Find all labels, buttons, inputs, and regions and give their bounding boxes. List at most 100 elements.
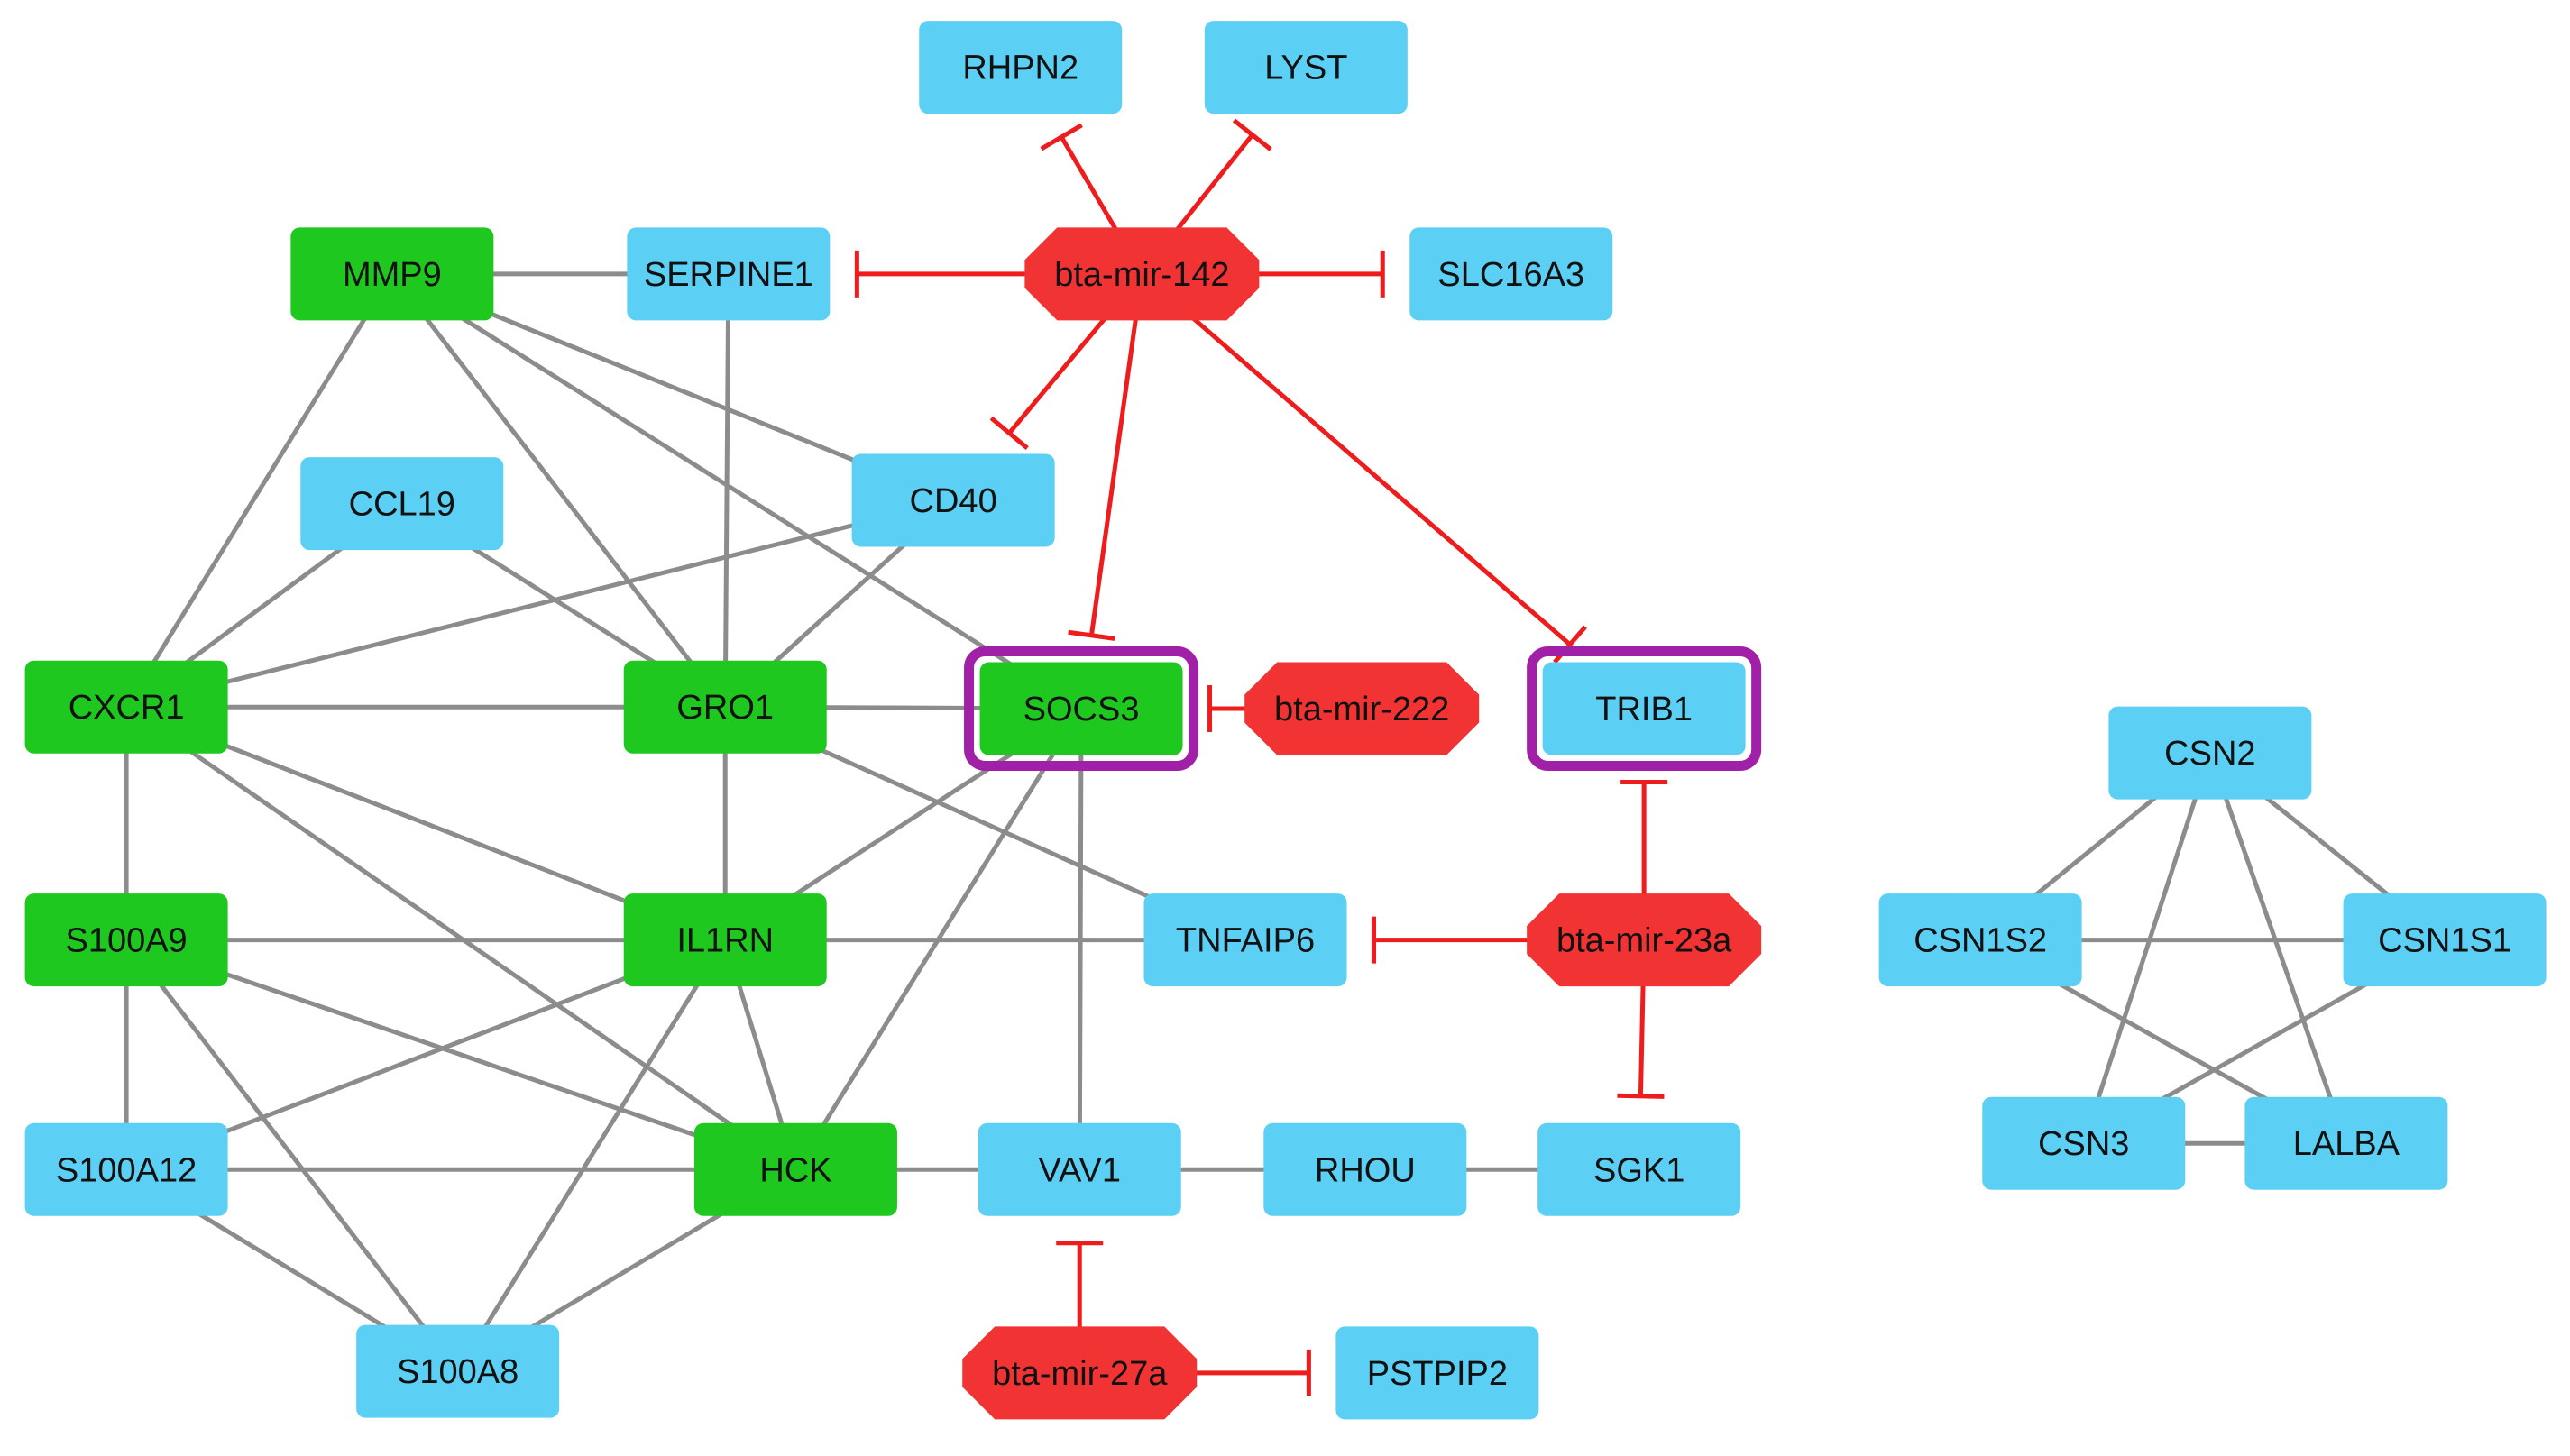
gene-node-s100a12[interactable]: S100A12 [24, 1122, 228, 1216]
node-label-rhou: RHOU [1315, 1151, 1416, 1189]
gene-node-csn1s2[interactable]: CSN1S2 [1878, 893, 2082, 987]
mirna-shape-mir222 [1244, 662, 1480, 755]
node-layer: RHPN2 LYST MMP9 SERPINE1 bta-mir-142 SLC16A3C… [24, 21, 2547, 1420]
mirna-shape-mir27a [962, 1326, 1198, 1420]
gene-box-sgk1 [1537, 1122, 1741, 1216]
node-label-serpine1: SERPINE1 [644, 256, 813, 294]
gene-box-trib1 [1542, 662, 1746, 755]
gene-box-s100a12 [24, 1122, 228, 1216]
gene-node-hck[interactable]: HCK [693, 1122, 897, 1216]
gene-box-slc16a3 [1409, 227, 1613, 321]
gene-box-ccl19 [300, 457, 504, 551]
interaction-edge-serpine1-gro1 [722, 273, 731, 708]
node-label-slc16a3: SLC16A3 [1437, 256, 1584, 294]
mirna-node-mir23a[interactable]: bta-mir-23a [1527, 893, 1762, 987]
gene-node-cd40[interactable]: CD40 [851, 453, 1055, 547]
node-label-csn2: CSN2 [2164, 735, 2255, 773]
interaction-edge-mmp9-socs3 [390, 271, 1083, 711]
gene-box-csn2 [2108, 706, 2312, 800]
gene-node-csn1s1[interactable]: CSN1S1 [2343, 893, 2547, 987]
gene-box-mmp9 [290, 227, 494, 321]
interaction-edge-il1rn-s100a8 [455, 939, 728, 1373]
gene-box-s100a9 [24, 893, 228, 987]
highlight-border-socs3 [964, 646, 1199, 772]
gene-box-pstpip2 [1335, 1326, 1539, 1420]
node-label-cxcr1: CXCR1 [69, 689, 185, 727]
gene-node-socs3[interactable]: SOCS3 [964, 646, 1199, 772]
mirna-node-mir142[interactable]: bta-mir-142 [1024, 227, 1260, 321]
node-label-csn1s1: CSN1S1 [2378, 922, 2511, 960]
gene-node-lyst[interactable]: LYST [1204, 21, 1408, 114]
gene-node-cxcr1[interactable]: CXCR1 [24, 660, 228, 754]
gene-node-mmp9[interactable]: MMP9 [290, 227, 494, 321]
gene-node-rhou[interactable]: RHOU [1263, 1122, 1467, 1216]
node-label-il1rn: IL1RN [676, 922, 774, 960]
mirna-shape-mir142 [1024, 227, 1260, 321]
highlight-border-trib1 [1527, 646, 1762, 772]
node-label-sgk1: SGK1 [1593, 1151, 1684, 1189]
gene-node-slc16a3[interactable]: SLC16A3 [1409, 227, 1613, 321]
gene-box-csn3 [1982, 1096, 2186, 1190]
gene-node-ccl19[interactable]: CCL19 [300, 457, 504, 551]
gene-box-csn1s2 [1878, 893, 2082, 987]
node-label-s100a12: S100A12 [56, 1151, 197, 1189]
node-label-socs3: SOCS3 [1023, 691, 1140, 728]
interaction-edge-mmp9-cxcr1 [124, 272, 394, 709]
gene-box-rhpn2 [919, 21, 1123, 114]
gene-node-lalba[interactable]: LALBA [2244, 1096, 2448, 1190]
interaction-edge-mmp9-gro1 [390, 272, 728, 709]
interaction-edge-s100a9-s100a8 [124, 939, 460, 1373]
node-label-hck: HCK [759, 1151, 831, 1189]
node-label-vav1: VAV1 [1038, 1151, 1121, 1189]
gene-node-serpine1[interactable]: SERPINE1 [627, 227, 831, 321]
gene-node-gro1[interactable]: GRO1 [623, 660, 827, 754]
node-label-csn3: CSN3 [2038, 1125, 2129, 1163]
node-label-mir222: bta-mir-222 [1274, 691, 1449, 728]
gene-box-lyst [1204, 21, 1408, 114]
gene-box-socs3 [979, 662, 1183, 755]
gene-box-cd40 [851, 453, 1055, 547]
gene-node-trib1[interactable]: TRIB1 [1527, 646, 1762, 772]
gene-box-lalba [2244, 1096, 2448, 1190]
gene-box-cxcr1 [24, 660, 228, 754]
gene-box-tnfaip6 [1143, 893, 1347, 987]
node-label-cd40: CD40 [910, 482, 997, 520]
gene-box-serpine1 [627, 227, 831, 321]
gene-box-csn1s1 [2343, 893, 2547, 987]
gene-box-rhou [1263, 1122, 1467, 1216]
node-label-s100a8: S100A8 [397, 1353, 519, 1391]
gene-node-vav1[interactable]: VAV1 [978, 1122, 1181, 1216]
node-label-mir27a: bta-mir-27a [992, 1355, 1168, 1393]
gene-node-csn3[interactable]: CSN3 [1982, 1096, 2186, 1190]
gene-node-tnfaip6[interactable]: TNFAIP6 [1143, 893, 1347, 987]
inhibition-edge-mir142-trib1 [1140, 271, 1587, 664]
gene-node-il1rn[interactable]: IL1RN [623, 893, 827, 987]
gene-node-sgk1[interactable]: SGK1 [1537, 1122, 1741, 1216]
node-label-lalba: LALBA [2293, 1125, 2400, 1163]
interaction-edge-s100a9-hck [125, 938, 797, 1172]
gene-box-s100a8 [356, 1324, 560, 1418]
interaction-edge-cd40-cxcr1 [125, 498, 954, 710]
node-label-mmp9: MMP9 [343, 256, 442, 294]
gene-node-pstpip2[interactable]: PSTPIP2 [1335, 1326, 1539, 1420]
node-label-gro1: GRO1 [676, 689, 774, 727]
gene-box-vav1 [978, 1122, 1181, 1216]
node-label-csn1s2: CSN1S2 [1914, 922, 2047, 960]
node-label-tnfaip6: TNFAIP6 [1176, 922, 1315, 960]
node-label-pstpip2: PSTPIP2 [1367, 1355, 1508, 1393]
node-label-mir23a: bta-mir-23a [1556, 922, 1732, 960]
node-label-s100a9: S100A9 [65, 922, 187, 960]
gene-node-s100a8[interactable]: S100A8 [356, 1324, 560, 1418]
mirna-node-mir27a[interactable]: bta-mir-27a [962, 1326, 1198, 1420]
interaction-edge-csn2-lalba [2207, 752, 2349, 1145]
node-label-ccl19: CCL19 [349, 486, 455, 524]
inhibition-edge-mir142-socs3 [1068, 273, 1144, 641]
mirna-shape-mir23a [1527, 893, 1762, 987]
node-label-rhpn2: RHPN2 [962, 50, 1078, 87]
gene-node-s100a9[interactable]: S100A9 [24, 893, 228, 987]
node-label-mir142: bta-mir-142 [1054, 256, 1229, 294]
gene-node-csn2[interactable]: CSN2 [2108, 706, 2312, 800]
gene-node-rhpn2[interactable]: RHPN2 [919, 21, 1123, 114]
mirna-node-mir222[interactable]: bta-mir-222 [1244, 662, 1480, 755]
